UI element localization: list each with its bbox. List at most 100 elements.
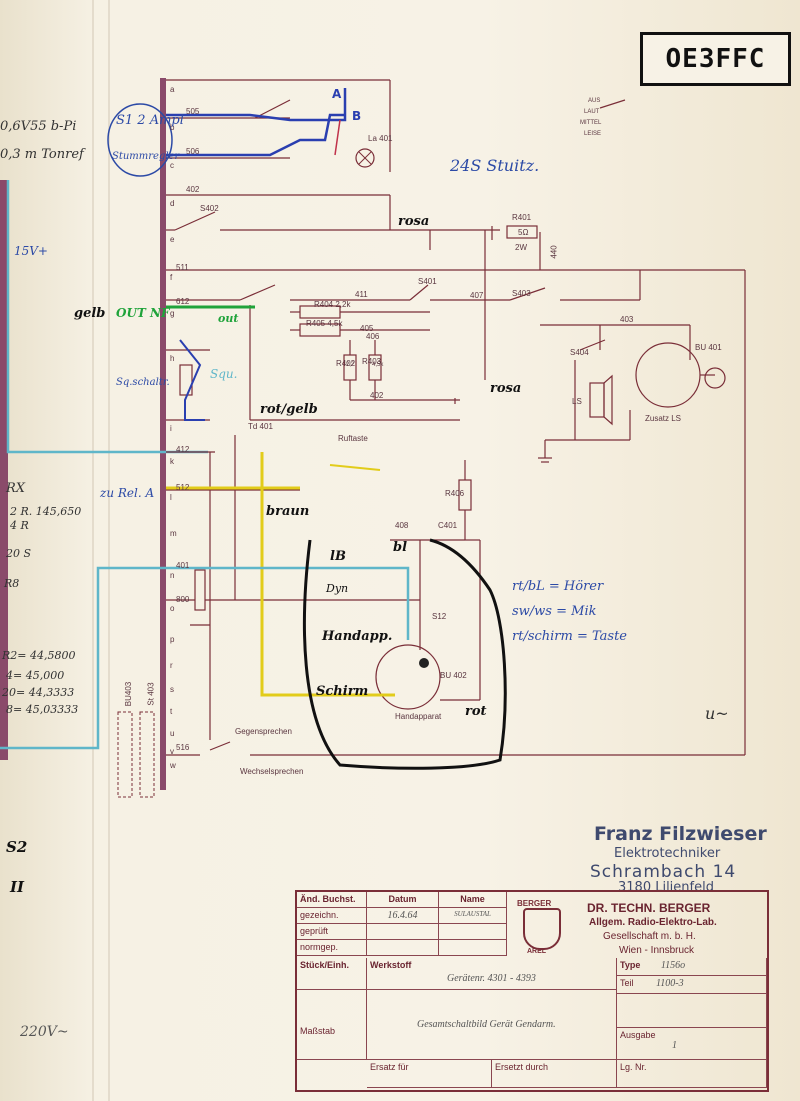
cyan-wire-handset bbox=[180, 566, 410, 640]
blue-wire-a bbox=[166, 88, 347, 122]
hdr-datum: Datum bbox=[367, 892, 439, 908]
teil-cell: Teil 1100-3 bbox=[617, 976, 767, 994]
note-rx-r8: R8 bbox=[4, 577, 20, 590]
bu402-label: BU 402 bbox=[440, 671, 467, 680]
wire-num: 402 bbox=[186, 185, 200, 194]
note-tx: 24S Stuitz. bbox=[450, 156, 540, 175]
note-rx-1: 2 R. 145,650 bbox=[10, 505, 82, 518]
cap-label: C401 bbox=[438, 521, 458, 530]
handapparat-label: Handapparat bbox=[395, 712, 442, 721]
type-cell: Type 1156o bbox=[617, 958, 767, 976]
note-schirm: Schirm bbox=[316, 684, 369, 699]
lamp-label: La 401 bbox=[368, 134, 393, 143]
connector-strip bbox=[160, 78, 166, 790]
drawing-title: Gesamtschaltbild Gerät Gendarm. bbox=[417, 1019, 556, 1030]
note-freq-2: 4= 45,000 bbox=[6, 669, 65, 682]
wire-num: 612 bbox=[176, 297, 190, 306]
wechselsprechen-label: Wechselsprechen bbox=[240, 767, 304, 776]
td-label: Td 401 bbox=[248, 422, 273, 431]
res4-label: R403 bbox=[362, 357, 382, 366]
res3-label: R402 bbox=[336, 359, 356, 368]
wire-num: 411 bbox=[355, 290, 368, 299]
note-bl: bl bbox=[393, 540, 408, 555]
hdr-geprueft: geprüft bbox=[297, 924, 367, 940]
fold-line bbox=[92, 0, 94, 1101]
note-rx: RX bbox=[6, 481, 26, 496]
note-s1: S1 2 Ampl bbox=[116, 113, 184, 128]
res1-label: R404 2,2k bbox=[314, 300, 351, 309]
note-dyn: Dyn bbox=[326, 582, 349, 595]
gegensprechen-label: Gegensprechen bbox=[235, 727, 292, 736]
yellow-wire-handset bbox=[260, 452, 395, 697]
wire-num: 402 bbox=[370, 391, 384, 400]
blue-squelch-wire bbox=[179, 339, 205, 421]
s401-label: S401 bbox=[418, 277, 437, 286]
company-line-1: DR. TECHN. BERGER bbox=[587, 901, 711, 915]
fold-line bbox=[108, 0, 110, 1101]
owner-profession: Elektrotechniker bbox=[614, 846, 721, 861]
note-stummregler: Stummregler bbox=[112, 151, 180, 162]
hdr-gezeichn: gezeichn. bbox=[297, 908, 367, 924]
bu401-label: BU 401 bbox=[695, 343, 722, 352]
wire-num: 506 bbox=[186, 147, 200, 156]
zusatz-ls-label: Zusatz LS bbox=[645, 414, 682, 423]
handset-marker-outline bbox=[302, 538, 507, 770]
note-gelb: gelb bbox=[74, 306, 106, 321]
ls-label: LS bbox=[572, 397, 582, 406]
note-left-1: 0,6V55 b-Pi bbox=[0, 119, 77, 134]
hdr-massstab: Maßstab bbox=[297, 990, 367, 1060]
res3-value: 2,2 bbox=[346, 362, 355, 368]
res4-value: 4,5k bbox=[372, 362, 384, 368]
note-out-nf: OUT NF bbox=[116, 306, 170, 320]
legend-line-1: rt/bL = Hörer bbox=[512, 579, 604, 594]
company-line-3: Gesellschaft m. b. H. bbox=[603, 931, 696, 942]
wire-num: 505 bbox=[186, 107, 200, 116]
s402-label: S402 bbox=[200, 204, 219, 213]
contact-b-label: B bbox=[352, 109, 362, 123]
note-15v: 15V+ bbox=[14, 244, 48, 258]
cyan-wire-left bbox=[6, 180, 208, 454]
logo-top-text: BERGER bbox=[517, 899, 552, 908]
note-roman-2: II bbox=[10, 878, 25, 896]
note-sqschalter: Sq.schaltr. bbox=[116, 377, 170, 388]
wire-num: 403 bbox=[620, 315, 634, 324]
left-edge-bar bbox=[0, 180, 8, 760]
drawn-name: SULAUSTAL bbox=[439, 908, 507, 924]
title-block: Änd. Buchst. Datum Name gezeichn. 16.4.6… bbox=[295, 890, 769, 1092]
owner-street: Schrambach 14 bbox=[590, 862, 737, 882]
wire-num: 516 bbox=[176, 743, 190, 752]
wire-num: 405 bbox=[360, 324, 374, 333]
wire-num: 407 bbox=[470, 291, 484, 300]
s404-label: S404 bbox=[570, 348, 589, 357]
note-freq-3: 20= 44,3333 bbox=[2, 686, 75, 699]
contact-a-label: A bbox=[332, 87, 342, 101]
wire-num: 406 bbox=[366, 332, 380, 341]
v440-label: 440 bbox=[549, 245, 559, 259]
wire-num: 511 bbox=[176, 263, 189, 272]
r401-value: 5Ω bbox=[518, 228, 529, 237]
note-squ: Squ. bbox=[210, 367, 238, 381]
owner-name: Franz Filzwieser bbox=[594, 823, 767, 845]
wire-num: 408 bbox=[395, 521, 409, 530]
legend-line-2: sw/ws = Mik bbox=[512, 604, 597, 619]
note-rot: rot bbox=[465, 704, 487, 719]
wire-num: 512 bbox=[176, 483, 190, 492]
note-squiggle: u~ bbox=[705, 704, 729, 723]
hdr-name: Name bbox=[439, 892, 507, 908]
res5-label: R406 bbox=[445, 489, 465, 498]
note-rosa-2: rosa bbox=[490, 381, 522, 396]
note-out: out bbox=[218, 312, 239, 325]
note-rx-20s: 20 S bbox=[6, 547, 32, 560]
note-220v: 220V~ bbox=[20, 1024, 69, 1040]
note-rosa-1: rosa bbox=[398, 214, 430, 229]
wire-num: 401 bbox=[176, 561, 190, 570]
bu403-label: BU403 bbox=[124, 681, 134, 707]
hdr-aend: Änd. Buchst. bbox=[297, 892, 367, 908]
hdr-stueck: Stück/Einh. bbox=[297, 958, 367, 990]
note-rot-gelb: rot/gelb bbox=[260, 402, 318, 417]
wire-num: 800 bbox=[176, 595, 190, 604]
hdr-werkstoff: Werkstoff bbox=[367, 958, 617, 990]
res2-label: R405 4,5k bbox=[306, 319, 343, 328]
s403-label: S403 bbox=[512, 289, 531, 298]
